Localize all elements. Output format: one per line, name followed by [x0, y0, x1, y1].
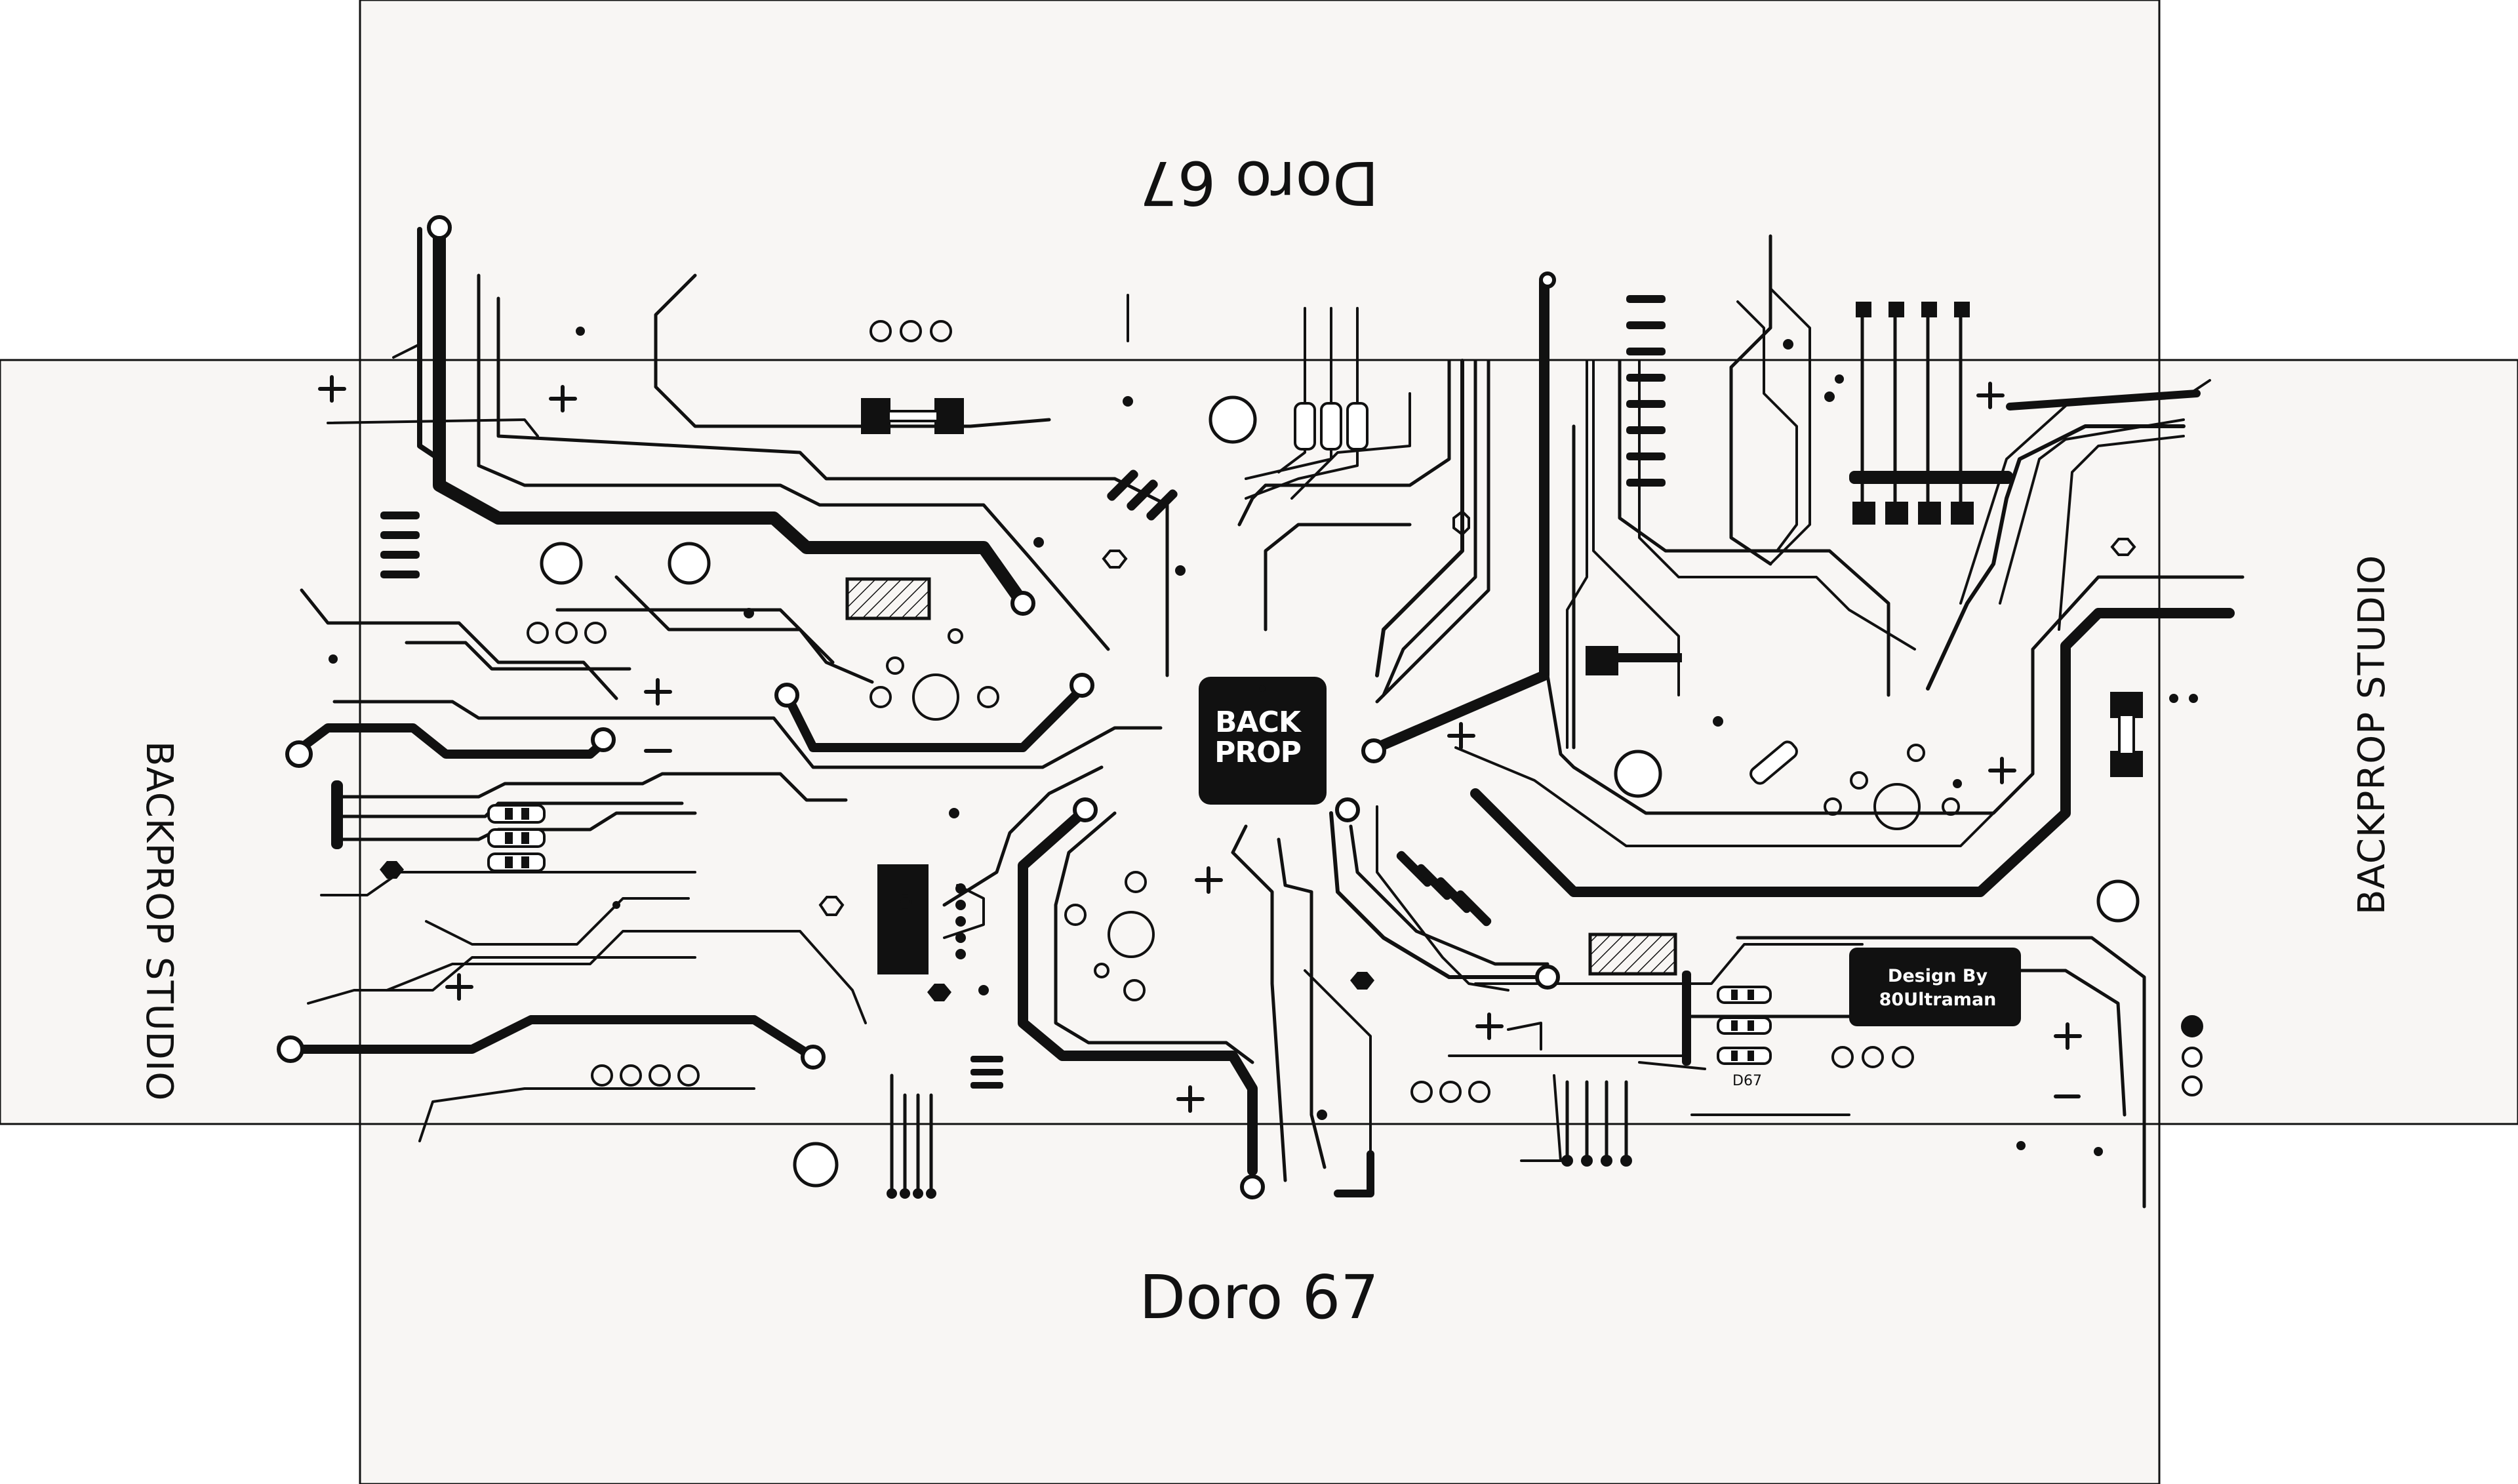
chip-logo: BACK PROP: [1195, 675, 1320, 800]
studio-label-left: BACKPROP STUDIO: [138, 741, 180, 1102]
box-title-bottom: Doro 67: [1139, 1262, 1379, 1333]
hatched-pad-left: [845, 577, 931, 620]
box-title-top: Doro 67: [1139, 148, 1379, 218]
studio-label-right: BACKPROP STUDIO: [2351, 554, 2393, 915]
components: [329, 295, 2203, 1199]
chip-logo-line-1: BACK: [1215, 706, 1301, 739]
ic-dip: [877, 864, 929, 974]
cpu-chip: [1199, 677, 1327, 805]
hatched-pad-right: [1588, 933, 1677, 976]
designer-credit: Design By 80Ultraman: [1856, 952, 2020, 1024]
polarity-marks: [318, 375, 2082, 1113]
designer-credit-line-1: Design By: [1887, 966, 1988, 986]
resistor-label: D67: [1732, 1073, 1762, 1089]
designer-badge: [1849, 948, 2021, 1026]
resistor-bands: [505, 808, 1754, 1061]
terminals: [277, 215, 2203, 1199]
pad-rows: [527, 320, 2136, 1103]
filled-hexes: [380, 861, 1374, 1001]
right-flap: [2158, 359, 2518, 1125]
designer-credit-line-2: 80Ultraman: [1879, 990, 1997, 1010]
circuit-traces: [290, 223, 2245, 1209]
chip-logo-line-2: PROP: [1214, 736, 1302, 769]
